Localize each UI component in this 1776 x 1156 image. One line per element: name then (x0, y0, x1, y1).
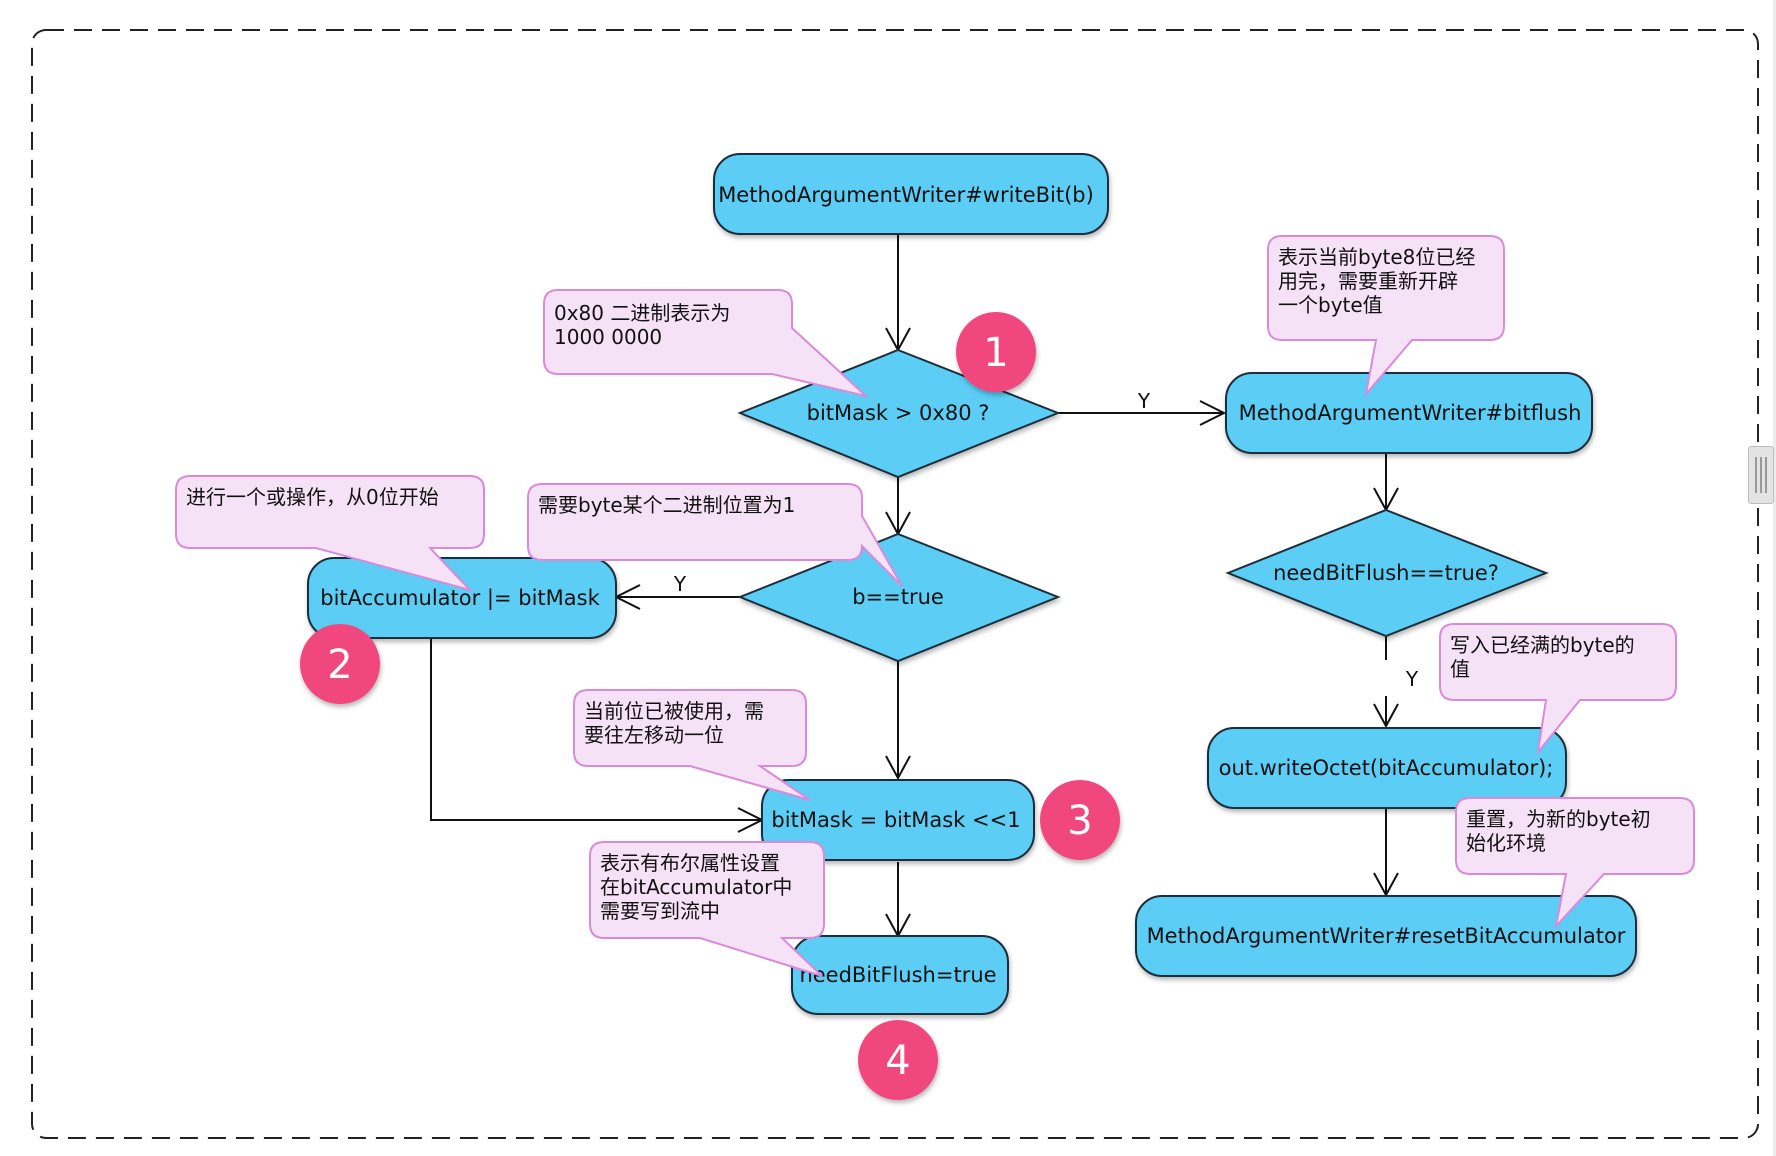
edge-label-flush-yes: Y (1405, 667, 1419, 691)
note-shift-left-line-2: 要往左移动一位 (584, 723, 724, 747)
node-write-octet-label: out.writeOctet(bitAccumulator); (1219, 756, 1554, 780)
step-marker-3-label: 3 (1067, 798, 1092, 844)
note-byte-used-line-2: 用完，需要重新开辟 (1278, 269, 1458, 293)
node-accumulate-box[interactable] (307, 557, 617, 639)
note-or-op-text: 进行一个或操作，从0位开始 (186, 485, 439, 509)
resize-handle-grip-3 (1765, 457, 1767, 493)
node-reset-label: MethodArgumentWriter#resetBitAccumulator (1147, 924, 1626, 948)
node-b-check-diamond[interactable] (737, 532, 1061, 663)
note-binary-text: 0x80 二进制表示为 1000 0000 (554, 301, 737, 349)
node-write-bit-label: MethodArgumentWriter#writeBit(b) (718, 183, 1094, 207)
note-byte-used-bubble (1267, 235, 1505, 398)
node-need-flush-set-label: needBitFlush=true (799, 963, 996, 987)
note-set-bit-line-1: 需要byte某个二进制位置为1 (538, 493, 795, 517)
notes (175, 235, 1695, 977)
node-need-flush-check-label: needBitFlush==true? (1273, 561, 1499, 585)
note-set-bit-bubble (527, 483, 903, 587)
node-b-check-label: b==true (852, 585, 944, 609)
node-accumulate-label: bitAccumulator |= bitMask (320, 586, 600, 611)
node-need-flush-check-diamond[interactable] (1225, 508, 1549, 638)
note-byte-used-line-3: 一个byte值 (1278, 293, 1383, 317)
note-reset-env-bubble (1455, 797, 1695, 930)
note-set-bit-text: 需要byte某个二进制位置为1 (538, 493, 795, 517)
edge-label-b-yes: Y (673, 572, 687, 596)
note-boolean-props-text: 表示有布尔属性设置 在bitAccumulator中 需要写到流中 (600, 851, 799, 923)
step-marker-2-label: 2 (327, 642, 352, 688)
note-binary-line-1: 0x80 二进制表示为 (554, 301, 730, 325)
edge-label-bg (1374, 660, 1406, 696)
node-bitmask-check-label: bitMask > 0x80 ? (807, 401, 990, 425)
resize-handle[interactable] (1748, 446, 1774, 504)
note-boolean-props-bubble (589, 841, 825, 977)
scroll-rail (1773, 0, 1776, 1156)
note-write-full-line-2: 值 (1450, 657, 1470, 681)
note-or-op-bubble (175, 475, 485, 592)
node-write-bit-box[interactable] (713, 153, 1109, 235)
note-reset-env-line-1: 重置，为新的byte初 (1466, 807, 1651, 831)
edge-accumulate-to-shift (430, 638, 760, 821)
node-bitflush-box[interactable] (1225, 372, 1593, 454)
arrowhead-shift-down (885, 755, 911, 781)
step-marker-4-label: 4 (885, 1038, 910, 1084)
step-marker-3-circle (1040, 780, 1120, 860)
note-boolean-props-line-1: 表示有布尔属性设置 (600, 851, 780, 875)
note-byte-used-line-1: 表示当前byte8位已经 (1278, 245, 1475, 269)
step-markers (300, 312, 1120, 1100)
note-boolean-props-line-2: 在bitAccumulator中 (600, 875, 792, 899)
note-shift-left-line-1: 当前位已被使用，需 (584, 699, 764, 723)
note-reset-env-text: 重置，为新的byte初 始化环境 (1466, 807, 1657, 855)
note-reset-env-line-2: 始化环境 (1466, 831, 1546, 855)
node-write-octet-box[interactable] (1207, 727, 1567, 809)
resize-handle-grip-1 (1755, 457, 1757, 493)
node-shift-box[interactable] (761, 779, 1035, 861)
step-marker-4-circle (858, 1020, 938, 1100)
node-reset-box[interactable] (1135, 895, 1637, 977)
arrowhead-write-octet (1373, 703, 1399, 729)
dashed-frame (31, 29, 1759, 1139)
resize-handle-grip-2 (1760, 457, 1762, 493)
node-need-flush-set-box[interactable] (791, 935, 1009, 1015)
note-write-full-text: 写入已经满的byte的 值 (1450, 633, 1641, 681)
note-shift-left-bubble (573, 689, 811, 801)
step-marker-1-label: 1 (983, 330, 1008, 376)
note-or-op-line-1: 进行一个或操作，从0位开始 (186, 485, 439, 509)
step-marker-1-circle (956, 312, 1036, 392)
note-write-full-bubble (1439, 623, 1677, 756)
note-shift-left-text: 当前位已被使用，需 要往左移动一位 (584, 699, 770, 747)
arrowhead-bitflush (1199, 400, 1227, 426)
note-binary-line-2: 1000 0000 (554, 325, 662, 349)
note-write-full-line-1: 写入已经满的byte的 (1450, 633, 1635, 657)
node-shift-label: bitMask = bitMask <<1 (771, 808, 1020, 832)
step-marker-2-circle (300, 624, 380, 704)
note-boolean-props-line-3: 需要写到流中 (600, 899, 720, 923)
note-byte-used-text: 表示当前byte8位已经 用完，需要重新开辟 一个byte值 (1278, 245, 1482, 317)
node-bitflush-label: MethodArgumentWriter#bitflush (1239, 401, 1582, 425)
edge-label-bitmask-yes: Y (1137, 389, 1151, 413)
note-binary-bubble (543, 289, 870, 398)
